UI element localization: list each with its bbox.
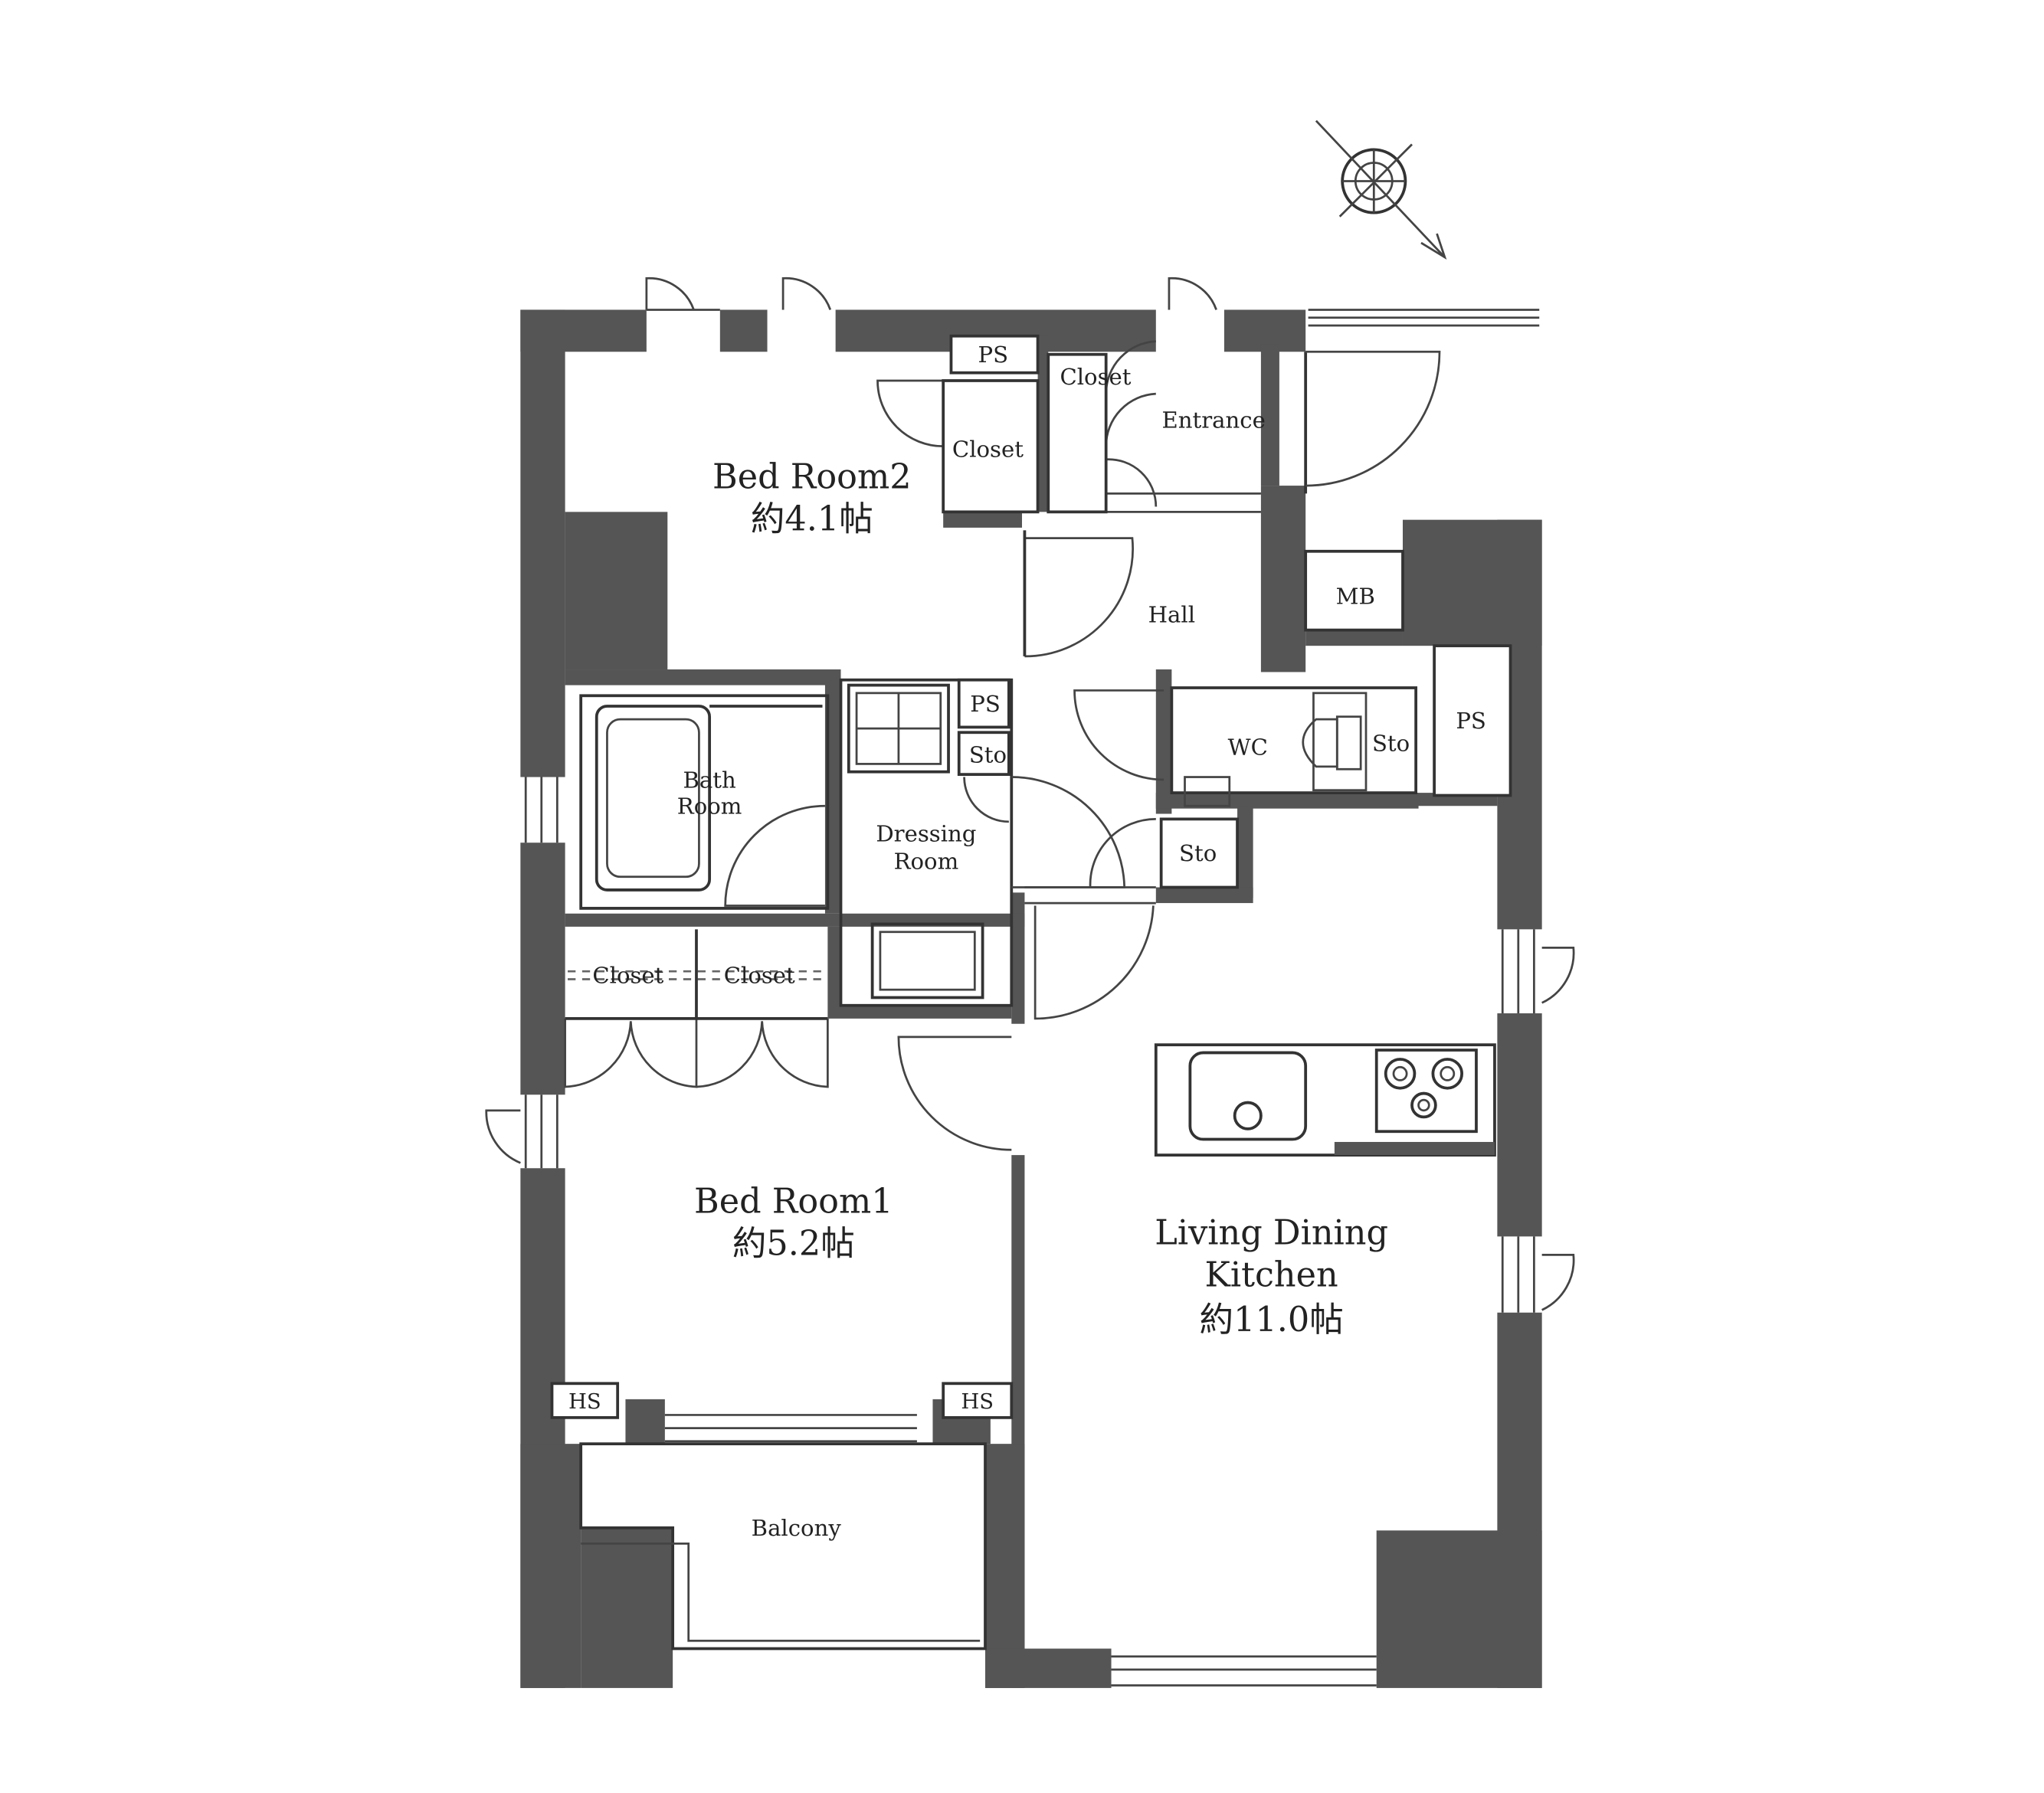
door-swings: [485, 276, 1575, 1311]
closet-label-entrance: Closet: [1060, 364, 1131, 390]
wc-box: [1170, 686, 1418, 794]
mb-box: [1304, 549, 1404, 632]
hs-label-right: HS: [961, 1390, 994, 1414]
sto-label-hall: Sto: [1179, 840, 1217, 866]
cooktop-icon: [1374, 1049, 1478, 1134]
toilet-icon: [1184, 692, 1368, 807]
ps-box-dressing: [957, 678, 1011, 729]
balcony-label: Balcony: [752, 1515, 842, 1541]
closet-label-bedroom2: Closet: [952, 436, 1024, 462]
windows: [524, 309, 1540, 1687]
ps-label-right: PS: [1456, 708, 1486, 734]
ps-label-dressing: PS: [970, 691, 1001, 717]
fixture-boxes: [550, 334, 1512, 1419]
ps-box-top: [949, 334, 1040, 375]
labels: Bed Room2 約4.1帖 Bed Room1 約5.2帖 Living D…: [568, 342, 1486, 1541]
walls: [520, 309, 1542, 1688]
appliances: [847, 683, 1478, 1141]
sto-box-dressing: [957, 731, 1011, 777]
ps-box-right: [1433, 644, 1512, 797]
entrance-label: Entrance: [1162, 407, 1266, 434]
bath-label-line1: Bath: [683, 767, 736, 793]
ldk-name-line2: Kitchen: [1205, 1255, 1338, 1294]
sto-label-dressing: Sto: [969, 742, 1007, 768]
stove-dressing-icon: [847, 683, 950, 774]
bedroom1-area: 約5.2帖: [732, 1223, 855, 1263]
hs-box-left: [550, 1382, 620, 1419]
bedroom2-area: 約4.1帖: [751, 499, 873, 538]
hs-label-left: HS: [568, 1390, 601, 1414]
sto-label-wc: Sto: [1372, 730, 1410, 756]
washer-icon: [870, 922, 984, 1000]
ldk-area: 約11.0帖: [1199, 1300, 1343, 1340]
bath-label-line2: Room: [677, 793, 742, 820]
bedroom2-name: Bed Room2: [712, 457, 912, 497]
closet-box-entrance: [1047, 352, 1108, 514]
bedroom1-name: Bed Room1: [694, 1182, 893, 1222]
ldk-name-line1: Living Dining: [1155, 1213, 1388, 1253]
closet-box-bedroom2: [942, 379, 1040, 514]
wc-label: WC: [1228, 734, 1268, 760]
hs-box-right: [942, 1382, 1014, 1419]
dressing-label-line2: Room: [894, 849, 959, 875]
dressing-label-line1: Dressing: [876, 821, 976, 847]
ps-label-top: PS: [978, 342, 1009, 368]
sto-box-hall: [1159, 817, 1239, 889]
hall-label: Hall: [1148, 601, 1195, 627]
interior-lines: [579, 492, 1496, 1651]
closet-label-bedroom1-right: Closet: [724, 963, 795, 989]
sink-icon: [1188, 1051, 1308, 1141]
compass-icon: [1315, 119, 1447, 260]
mb-label: MB: [1336, 583, 1375, 609]
closet-label-bedroom1-left: Closet: [592, 963, 663, 989]
